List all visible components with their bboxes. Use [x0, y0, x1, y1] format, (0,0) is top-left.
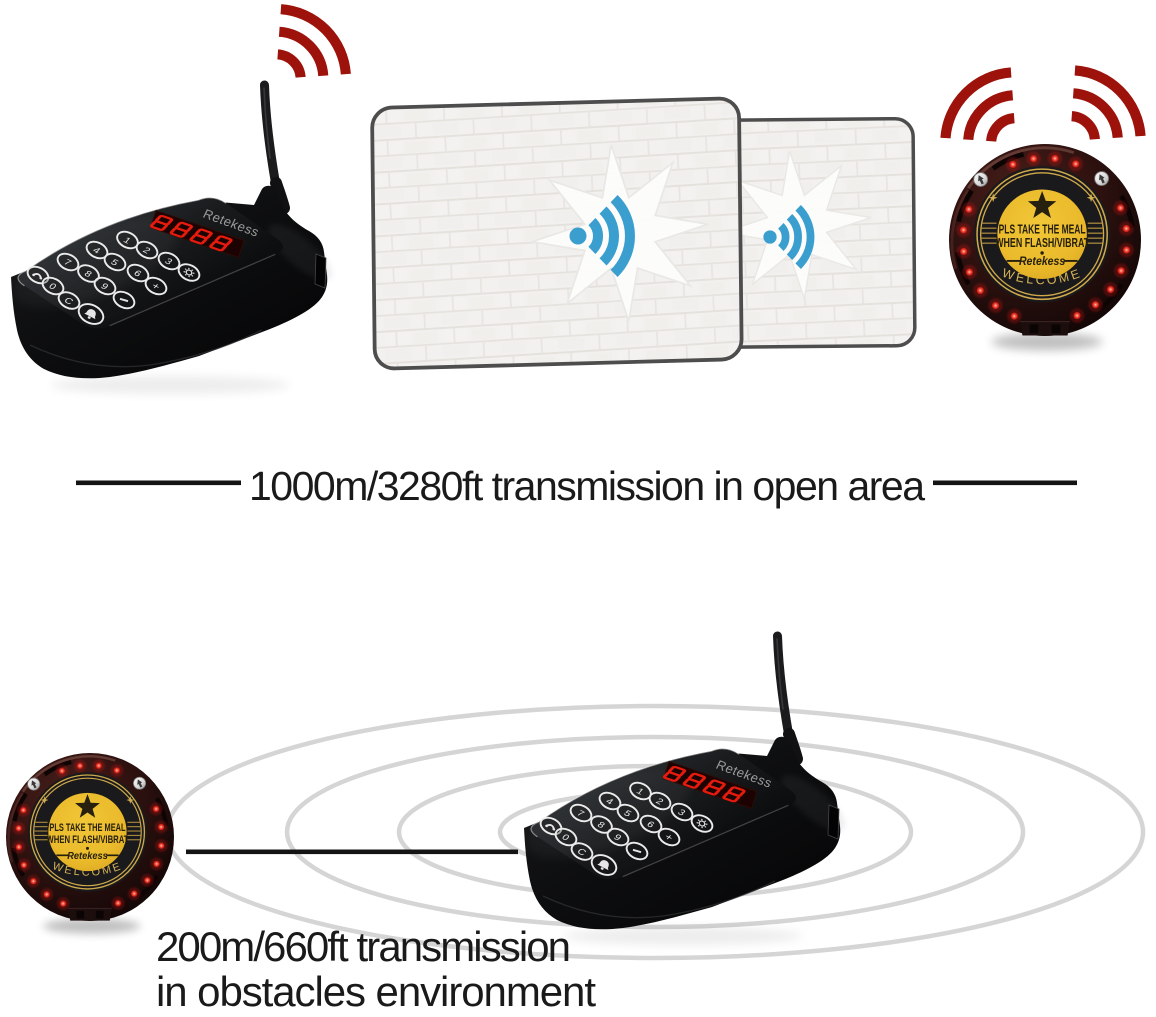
svg-text:in obstacles environment: in obstacles environment — [156, 968, 596, 1012]
svg-text:200m/660ft transmission: 200m/660ft transmission — [156, 923, 571, 970]
svg-text:1000m/3280ft transmission in o: 1000m/3280ft transmission in open area — [249, 463, 925, 509]
